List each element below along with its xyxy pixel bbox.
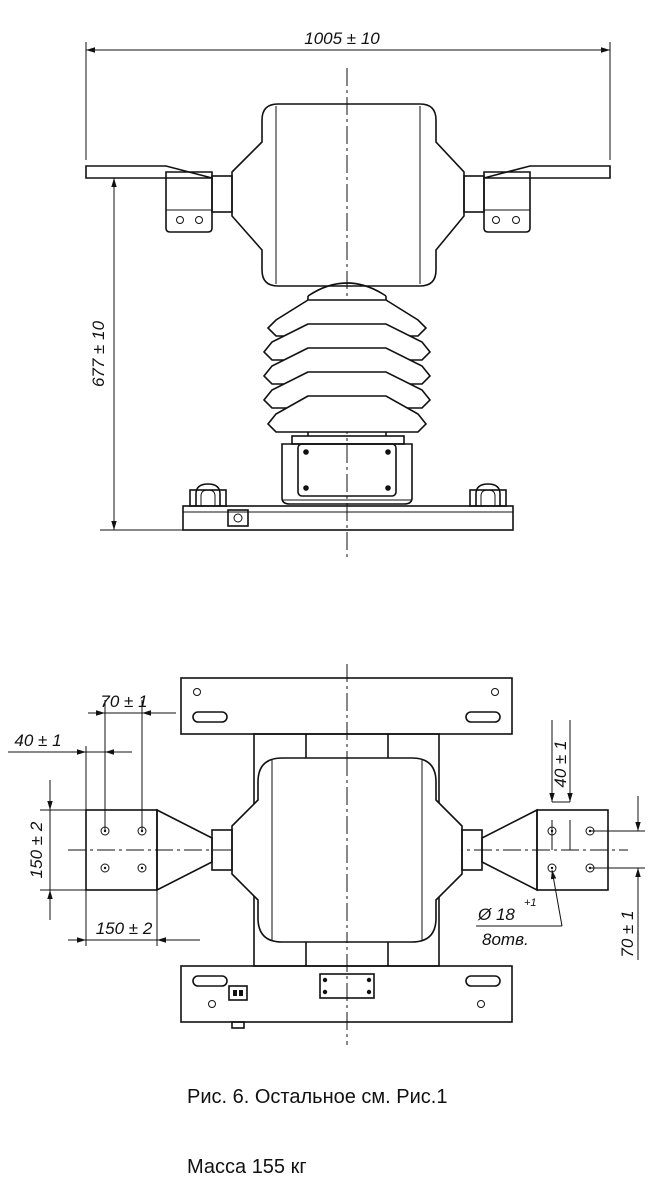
hole-tolerance-label: +1 — [524, 897, 537, 909]
dim-70-right: 70 ± 1 — [618, 910, 637, 957]
dim-150-bottom: 150 ± 2 — [96, 919, 153, 938]
insulator — [262, 282, 432, 436]
dim-40-left: 40 ± 1 — [14, 731, 61, 750]
height-dimension-label: 677 ± 10 — [89, 320, 108, 387]
left-terminal — [85, 165, 233, 233]
left-terminal-top — [85, 808, 233, 892]
top-view: 70 ± 1 40 ± 1 150 ± 2 150 ± 2 40 ± 1 — [8, 664, 645, 1045]
tank-body — [231, 103, 465, 287]
mass-label: Масса 155 кг — [187, 1156, 307, 1178]
dim-40-right: 40 ± 1 — [551, 740, 570, 787]
width-dimension-label: 1005 ± 10 — [304, 29, 380, 48]
hole-count-label: 8отв. — [482, 930, 529, 949]
right-terminal — [463, 165, 611, 233]
terminal-box-top — [319, 973, 375, 999]
ground-terminal — [227, 509, 249, 527]
terminal-box — [297, 443, 397, 497]
tank-body-top — [231, 757, 463, 943]
ground-terminal-top — [228, 985, 248, 1001]
figure-caption: Рис. 6. Остальное см. Рис.1 — [187, 1086, 448, 1108]
dim-70-top: 70 ± 1 — [100, 692, 147, 711]
right-terminal-top — [461, 808, 609, 892]
bottom-base-block — [180, 965, 513, 1029]
lifting-eye-right — [469, 483, 507, 507]
base-flange — [281, 435, 413, 505]
hole-diameter-label: Ø 18 — [477, 905, 515, 924]
hole-callout: Ø 18 +1 8отв. — [476, 869, 563, 949]
side-view: 1005 ± 10 677 ± 10 — [85, 29, 611, 560]
dim-150-left: 150 ± 2 — [27, 821, 46, 878]
lifting-eye-left — [189, 483, 227, 507]
base-plate — [182, 505, 514, 531]
